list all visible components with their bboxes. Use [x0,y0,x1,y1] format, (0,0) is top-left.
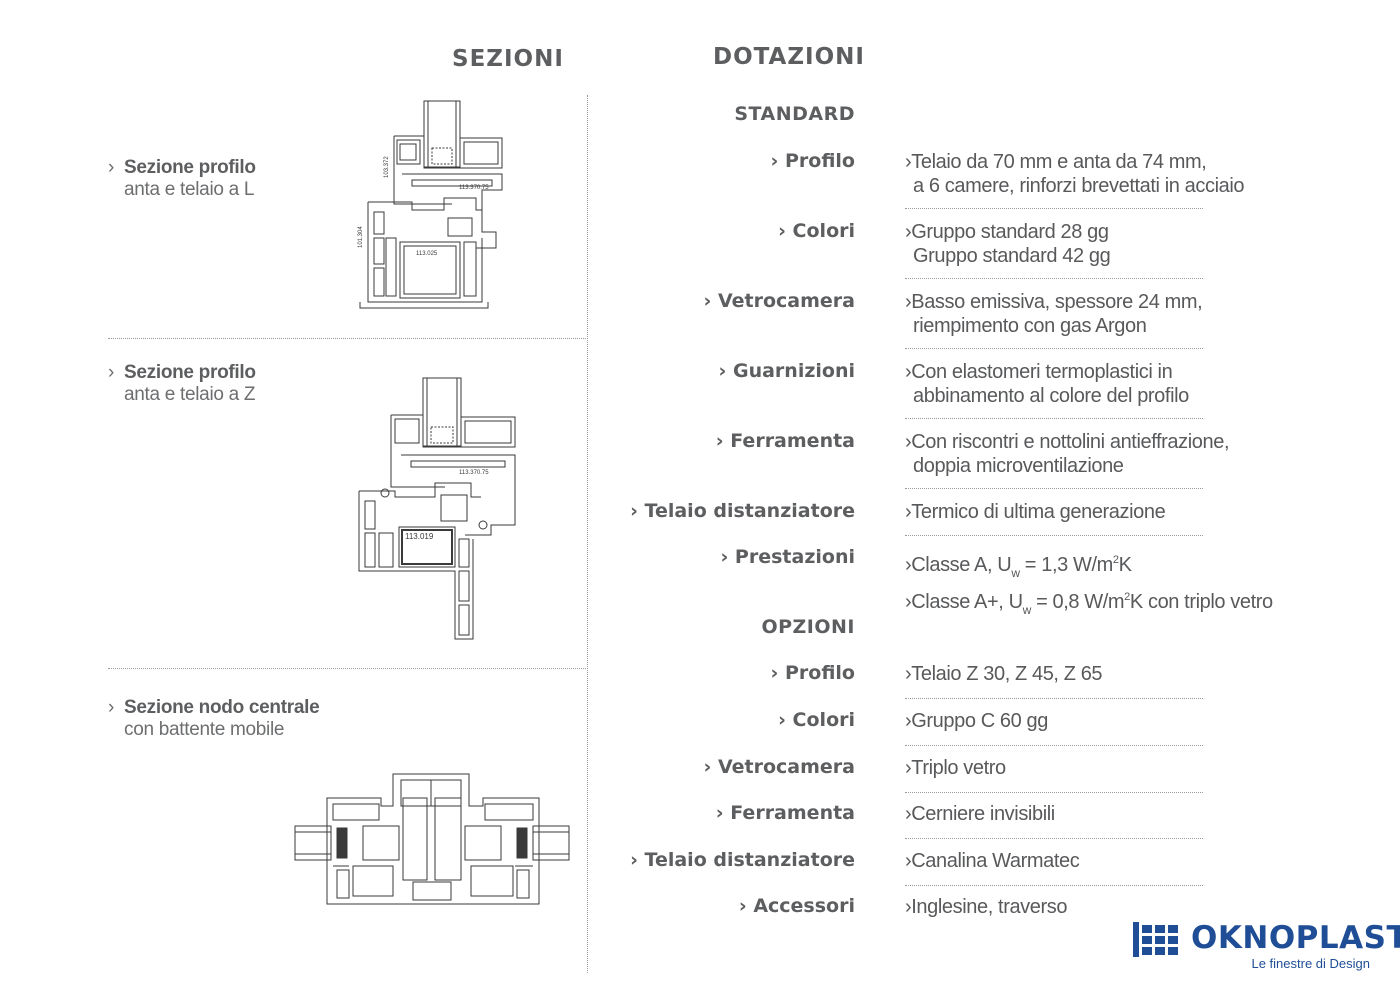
section-item-title: Sezione nodo centrale [124,697,320,718]
option-row-value: ›Inglesine, traverso [905,896,1067,920]
window-logo-icon [1133,922,1178,957]
value-line: ›Basso emissiva, spessore 24 mm, [905,291,1203,313]
performance-line: ›Classe A+, Uw = 0,8 W/m2K con triplo ve… [905,585,1273,622]
option-row-label: › Profilo [770,662,855,684]
perf-superscript: 2 [1112,554,1119,566]
perf-subscript: w [1022,603,1032,617]
perf-text: = 0,8 W/m [1030,591,1125,613]
row-separator [905,698,1203,699]
section-item-subtitle: anta e telaio a L [124,179,255,200]
option-row-value: ›Telaio Z 30, Z 45, Z 65 [905,663,1103,687]
chevron-right-icon: › [108,697,115,718]
chevron-right-icon: › [108,157,115,178]
drawing-label: 113.370.75 [459,470,489,476]
standard-row-label: › Guarnizioni [718,360,855,382]
perf-superscript: 2 [1124,591,1130,603]
option-row-label: › Telaio distanziatore [630,849,855,871]
standard-row-value: ›Termico di ultima generazione [905,501,1166,525]
option-row-label: › Accessori [738,895,855,917]
row-separator [905,885,1203,886]
perf-subscript: w [1011,566,1020,580]
perf-text: ›Classe A+, U [905,591,1023,613]
section-item-title: Sezione profilo [124,157,256,178]
standard-title: STANDARD [734,103,855,125]
row-separator [905,208,1203,209]
drawing-label: 113.019 [405,532,434,541]
value-line: Gruppo standard 42 gg [913,244,1111,267]
section-divider [108,338,586,339]
sezioni-title: SEZIONI [452,46,564,72]
brand-name: OKNOPLAST [1191,920,1400,956]
row-separator [905,745,1203,746]
value-line: ›Gruppo standard 28 gg [905,221,1109,243]
value-line: ›Cerniere invisibili [905,803,1055,825]
section-divider [108,668,586,669]
row-separator [905,488,1203,489]
drawing-label: 101.304 [358,226,364,248]
standard-row-label: › Colori [778,220,855,242]
profile-l-section-drawing: 113.370.75 103.372 113.025 101.304 [352,98,522,312]
profile-z-section-drawing: 113.370.75 113.019 [355,375,520,645]
standard-row-label: › Vetrocamera [703,290,855,312]
vertical-divider [587,95,588,973]
central-node-section-drawing [293,770,571,908]
brand-tagline: Le finestre di Design [1251,956,1370,971]
perf-text: K [1118,554,1132,576]
value-line: ›Con elastomeri termoplastici in [905,361,1173,383]
row-separator [905,278,1203,279]
row-separator [905,792,1203,793]
option-row-label: › Colori [778,709,855,731]
section-item-subtitle: con battente mobile [124,719,285,740]
drawing-label: 113.025 [416,251,438,257]
performance-line: ›Classe A, Uw = 1,3 W/m2K [905,548,1273,585]
standard-row-value: ›Telaio da 70 mm e anta da 74 mm, a 6 ca… [905,151,1245,198]
row-separator [905,838,1203,839]
opzioni-title: OPZIONI [761,616,855,638]
standard-row-value: ›Basso emissiva, spessore 24 mm, riempim… [905,291,1203,338]
standard-row-label: › Profilo [770,150,855,172]
option-row-label: › Ferramenta [715,802,855,824]
value-line: doppia microventilazione [913,454,1124,477]
value-line: a 6 camere, rinforzi brevettati in accia… [913,174,1245,197]
value-line: riempimento con gas Argon [913,314,1147,337]
standard-row-value: ›Con riscontri e nottolini antieffrazion… [905,431,1230,478]
standard-row-value: ›Con elastomeri termoplastici in abbinam… [905,361,1189,408]
option-row-value: ›Canalina Warmatec [905,850,1080,874]
section-item-subtitle: anta e telaio a Z [124,384,256,405]
perf-text: K con triplo vetro [1129,591,1273,613]
value-line: ›Termico di ultima generazione [905,501,1166,523]
perf-text: ›Classe A, U [905,554,1012,576]
standard-row-label: › Telaio distanziatore [630,500,855,522]
value-line: ›Inglesine, traverso [905,896,1068,918]
option-row-label: › Vetrocamera [703,756,855,778]
standard-row-label: › Ferramenta [715,430,855,452]
standard-row-value: ›Gruppo standard 28 gg Gruppo standard 4… [905,221,1111,268]
row-separator [905,348,1203,349]
dotazioni-title: DOTAZIONI [713,44,865,70]
value-line: abbinamento al colore del profilo [913,384,1189,407]
value-line: ›Canalina Warmatec [905,850,1080,872]
section-item-title: Sezione profilo [124,362,256,383]
option-row-value: ›Triplo vetro [905,757,1006,781]
option-row-value: ›Gruppo C 60 gg [905,710,1048,734]
brand-logo: OKNOPLAST Le finestre di Design [1133,920,1400,972]
value-line: ›Telaio da 70 mm e anta da 74 mm, [905,151,1207,173]
drawing-label: 113.370.75 [459,185,489,191]
row-separator [905,418,1203,419]
option-row-value: ›Cerniere invisibili [905,803,1055,827]
drawing-label: 103.372 [384,156,390,178]
value-line: ›Telaio Z 30, Z 45, Z 65 [905,663,1103,685]
perf-text: = 1,3 W/m [1019,554,1113,576]
value-line: ›Con riscontri e nottolini antieffrazion… [905,431,1230,453]
row-separator [905,535,1203,536]
standard-row-label: › Prestazioni [720,546,855,568]
performance-values: ›Classe A, Uw = 1,3 W/m2K ›Classe A+, Uw… [905,548,1273,622]
chevron-right-icon: › [108,362,115,383]
value-line: ›Triplo vetro [905,757,1006,779]
value-line: ›Gruppo C 60 gg [905,710,1048,732]
